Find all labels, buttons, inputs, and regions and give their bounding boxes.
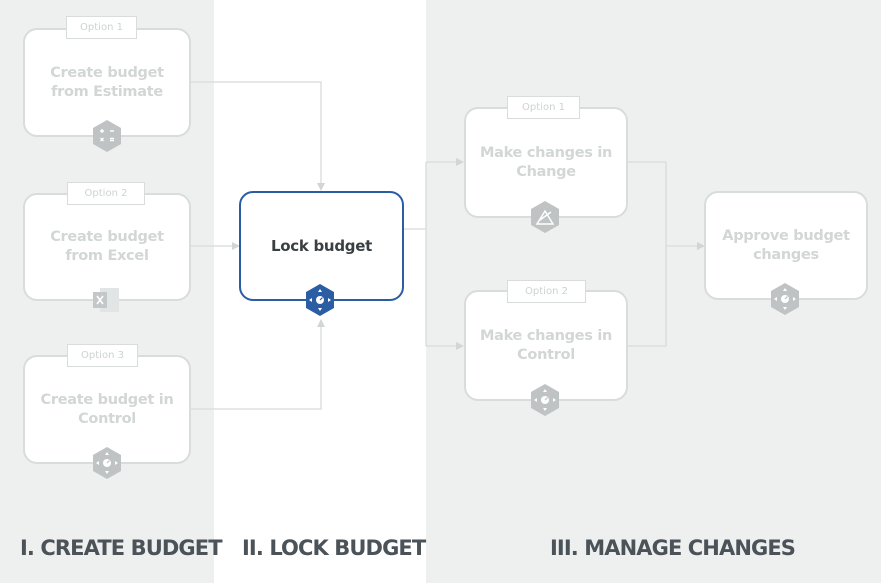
calculator-icon — [91, 119, 123, 153]
card-label: Create budget from Estimate — [50, 64, 164, 100]
heading-lock-budget: II. LOCK BUDGET — [242, 536, 426, 560]
heading-manage-changes: III. MANAGE CHANGES — [550, 536, 796, 560]
card-create-in-control[interactable]: Create budget in Control — [23, 355, 191, 464]
card-approve-budget-changes[interactable]: Approve budget changes — [704, 191, 868, 300]
card-make-changes-in-change[interactable]: Make changes in Change — [464, 107, 628, 218]
card-create-from-excel[interactable]: Create budget from Excel — [23, 193, 191, 301]
card-label: Create budget in Control — [40, 391, 174, 427]
option-tag: Option 2 — [67, 182, 145, 205]
option-tag: Option 3 — [67, 344, 138, 367]
option-tag: Option 2 — [507, 280, 586, 303]
option-tag: Option 1 — [507, 96, 580, 119]
card-label: Make changes in Control — [479, 327, 613, 363]
control-dial-icon — [304, 283, 336, 317]
card-label: Lock budget — [271, 236, 372, 255]
change-icon — [529, 200, 561, 234]
excel-icon — [91, 285, 121, 315]
card-label: Create budget from Excel — [50, 229, 164, 264]
card-make-changes-in-control[interactable]: Make changes in Control — [464, 290, 628, 401]
heading-create-budget: I. CREATE BUDGET — [20, 536, 223, 560]
card-label: Make changes in Change — [479, 144, 613, 180]
option-tag: Option 1 — [66, 16, 137, 39]
control-dial-icon — [769, 282, 801, 316]
control-dial-icon — [91, 446, 123, 480]
control-dial-icon — [529, 383, 561, 417]
card-label: Approve budget changes — [722, 227, 850, 263]
